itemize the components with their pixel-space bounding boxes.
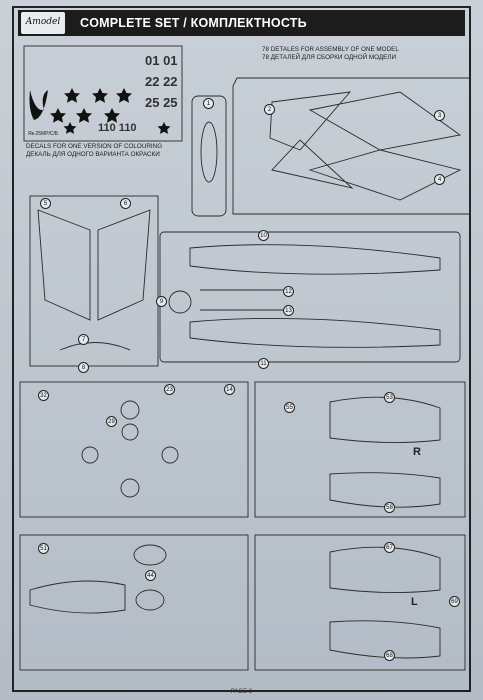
part-number: 23 bbox=[164, 384, 175, 395]
part-number: 5 bbox=[40, 198, 51, 209]
sprue-ring bbox=[168, 290, 192, 314]
part-number: 10 bbox=[258, 230, 269, 241]
part-number: 44 bbox=[145, 570, 156, 581]
sprue-fuselage-frame bbox=[159, 231, 461, 363]
decal-numbers-110: 110 110 bbox=[98, 122, 137, 134]
sprue-wing-frame bbox=[232, 77, 471, 215]
part-number: 51 bbox=[38, 543, 49, 554]
page-number: PAGE 2 bbox=[230, 689, 253, 695]
header-bar: Amodel COMPLETE SET / КОМПЛЕКТНОСТЬ bbox=[18, 10, 465, 36]
cockpit-part bbox=[135, 589, 165, 611]
fuselage-top-half bbox=[189, 244, 441, 275]
details-caption-ru: 78 ДЕТАЛЕЙ ДЛЯ СБОРКИ ОДНОЙ МОДЕЛИ bbox=[262, 54, 397, 61]
decal-numbers-25: 25 25 bbox=[145, 95, 178, 110]
decal-caption-en: DECALS FOR ONE VERSION OF COLOURING bbox=[26, 143, 163, 150]
part-number: 53 bbox=[384, 392, 395, 403]
decal-numbers-22: 22 22 bbox=[145, 74, 178, 89]
part-number: 4 bbox=[434, 174, 445, 185]
part-number: 2 bbox=[264, 104, 275, 115]
wheel-b bbox=[121, 423, 139, 441]
part-number: 7 bbox=[78, 334, 89, 345]
tail-parts bbox=[37, 209, 151, 351]
part-number: 8 bbox=[78, 362, 89, 373]
part-number: 13 bbox=[283, 305, 294, 316]
sprue-tail-frame bbox=[29, 195, 159, 367]
part-number: 55 bbox=[284, 402, 295, 413]
part-number: 6 bbox=[120, 198, 131, 209]
part-number: 9 bbox=[156, 296, 167, 307]
part-number: 32 bbox=[38, 390, 49, 401]
details-caption-en: 78 DETALES FOR ASSEMBLY OF ONE MODEL bbox=[262, 46, 399, 53]
left-side-mark: L bbox=[411, 596, 418, 608]
part-number: 12 bbox=[283, 286, 294, 297]
engine-halves-a bbox=[329, 396, 441, 508]
decal-numbers-01: 01 01 bbox=[145, 53, 178, 68]
sprue-engine-a bbox=[254, 381, 466, 518]
page-title: COMPLETE SET / КОМПЛЕКТНОСТЬ bbox=[80, 16, 307, 30]
rods bbox=[200, 289, 290, 311]
sprue-small-parts-a bbox=[19, 381, 249, 518]
wheel-c bbox=[81, 446, 99, 464]
part-number: 1 bbox=[203, 98, 214, 109]
decal-sheet-outline bbox=[23, 45, 183, 142]
intake-part bbox=[29, 580, 126, 614]
wheel-e bbox=[120, 478, 140, 498]
wing-parts bbox=[269, 91, 462, 201]
part-number: 11 bbox=[258, 358, 269, 369]
page-frame bbox=[12, 6, 471, 692]
star-decals bbox=[50, 88, 171, 134]
sprue-engine-b bbox=[254, 534, 466, 671]
engine-halves-b bbox=[329, 546, 441, 659]
right-side-mark: R bbox=[413, 446, 421, 458]
part-number: 68 bbox=[384, 650, 395, 661]
sprue-canopy-frame bbox=[191, 95, 227, 217]
part-number: 29 bbox=[106, 416, 117, 427]
part-number: 58 bbox=[384, 502, 395, 513]
cockpit-tub bbox=[133, 544, 167, 566]
fuselage-bottom-half bbox=[189, 317, 441, 348]
logo-text: Amodel bbox=[25, 17, 61, 27]
wheel-d bbox=[161, 446, 179, 464]
part-number: 14 bbox=[224, 384, 235, 395]
tail-stripe-decal bbox=[29, 90, 48, 120]
part-number: 67 bbox=[384, 542, 395, 553]
amodel-logo: Amodel bbox=[21, 12, 65, 34]
part-number: 3 bbox=[434, 110, 445, 121]
canopy-part bbox=[200, 121, 218, 183]
part-number: 69 bbox=[449, 596, 460, 607]
decal-caption-ru: ДЕКАЛЬ ДЛЯ ОДНОГО ВАРИАНТА ОКРАСКИ bbox=[26, 151, 160, 158]
wheel-a bbox=[120, 400, 140, 420]
decal-aircraft-label: Як-25МР/С/Б bbox=[28, 131, 59, 137]
sprue-small-parts-b bbox=[19, 534, 249, 671]
